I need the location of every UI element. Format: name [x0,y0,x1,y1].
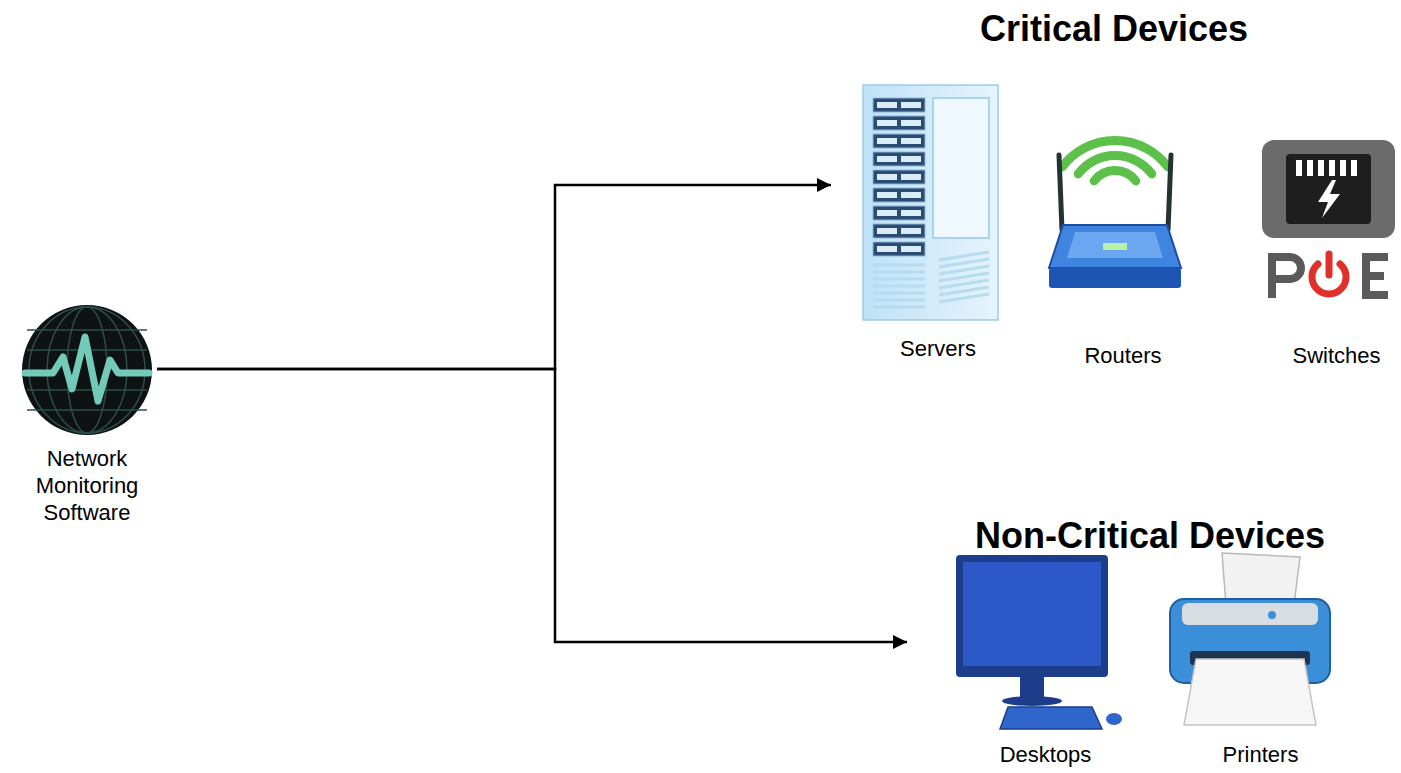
port-pin [1329,160,1335,176]
paper-out [1184,659,1316,725]
vent-slot [873,292,925,295]
node-label: Desktops [950,741,1141,768]
globe-grid-line [27,329,147,331]
drive-bay-light [901,120,921,126]
switch-box [1262,140,1395,238]
drive-bay-light [877,174,897,180]
router-top [1049,225,1181,268]
port-pin [1318,160,1324,176]
router-lights [1103,243,1127,250]
connector-arrow [157,185,831,369]
drive-bay [873,242,925,256]
drive-bay-light [901,246,921,252]
globe-grid-line [27,409,147,411]
power-symbol [1326,254,1333,275]
server-device: Servers [855,80,1021,375]
monitor-stand [1020,677,1044,699]
switch-device: Switches [1262,80,1401,375]
printer-top [1182,603,1318,625]
router-icon [1045,80,1185,320]
drive-bay [873,170,925,184]
paper-in [1222,553,1300,605]
group-heading: Critical Devices [831,8,1397,50]
drive-bay-light [877,120,897,126]
port-pin [1296,160,1302,176]
router-top-face [1067,232,1163,258]
drive-bay-light [901,102,921,108]
monitor-base [1002,696,1062,706]
globe-grid-line [67,307,107,433]
drive-bay [873,116,925,130]
vent-slot [873,306,925,309]
server-icon [855,80,1005,320]
desktop-device: Desktops [950,553,1141,772]
mouse [1106,713,1122,725]
logo-letter-p [1272,257,1301,298]
drive-bay [873,224,925,238]
device-group: ServersRoutersSwitchesCritical Devices [831,8,1397,383]
drive-bay-light [901,210,921,216]
monitor-frame [956,555,1108,677]
drive-bay-light [877,192,897,198]
drive-bay-light [877,102,897,108]
drive-bay [873,134,925,148]
monitoring-software: Network Monitoring Software [17,305,157,565]
drive-bay [873,152,925,166]
node-label: Switches [1262,342,1401,369]
drive-bay [873,98,925,112]
vent-slot [873,271,925,274]
router-device: Routers [1045,80,1201,375]
drive-bay-light [901,174,921,180]
monitor-icon-disc [22,305,152,435]
signal-arc [1094,171,1136,181]
device-group: Desktops Printers Non-Critical Devices [907,515,1393,771]
power-bolt [1318,180,1340,218]
server-tower [863,85,998,320]
node-label: Servers [855,335,1021,362]
connector-arrow [157,369,907,642]
drive-bay-light [901,156,921,162]
vent-slot [873,299,925,302]
antenna [1168,155,1171,230]
globe-grid-line [27,389,147,391]
signal-arc [1062,141,1168,167]
antenna [1059,155,1062,230]
drive-bay-light [877,156,897,162]
port-pin [1307,160,1313,176]
keyboard [1000,707,1102,729]
vent-slot [939,294,989,302]
node-label: Network Monitoring Software [17,445,157,526]
heartbeat-line [25,337,149,401]
switch-icon [1262,80,1395,320]
drive-bay-light [877,246,897,252]
port-pin [1340,160,1346,176]
node-label: Printers [1160,741,1361,768]
drive-bay-light [877,228,897,234]
printer-button [1268,611,1276,619]
drive-bay [873,206,925,220]
vent-slot [873,264,925,267]
router-front [1049,268,1181,288]
monitor-screen [963,562,1101,666]
desktop-icon [950,553,1125,735]
signal-arc [1078,156,1152,174]
group-heading: Non-Critical Devices [907,515,1393,557]
server-side-panel [933,98,989,238]
monitor-icon [17,305,157,437]
drive-bay-light [877,138,897,144]
drive-bay-light [901,228,921,234]
vent-slot [873,278,925,281]
drive-bay-light [901,138,921,144]
vent-slot [873,285,925,288]
drive-bay [873,188,925,202]
printer-device: Printers [1160,553,1361,772]
drive-bay-light [877,210,897,216]
port-pin [1351,160,1357,176]
ethernet-port [1286,154,1371,224]
printer-icon [1160,553,1345,735]
node-label: Routers [1045,342,1201,369]
logo-letter-e [1366,257,1388,295]
drive-bay-light [901,192,921,198]
